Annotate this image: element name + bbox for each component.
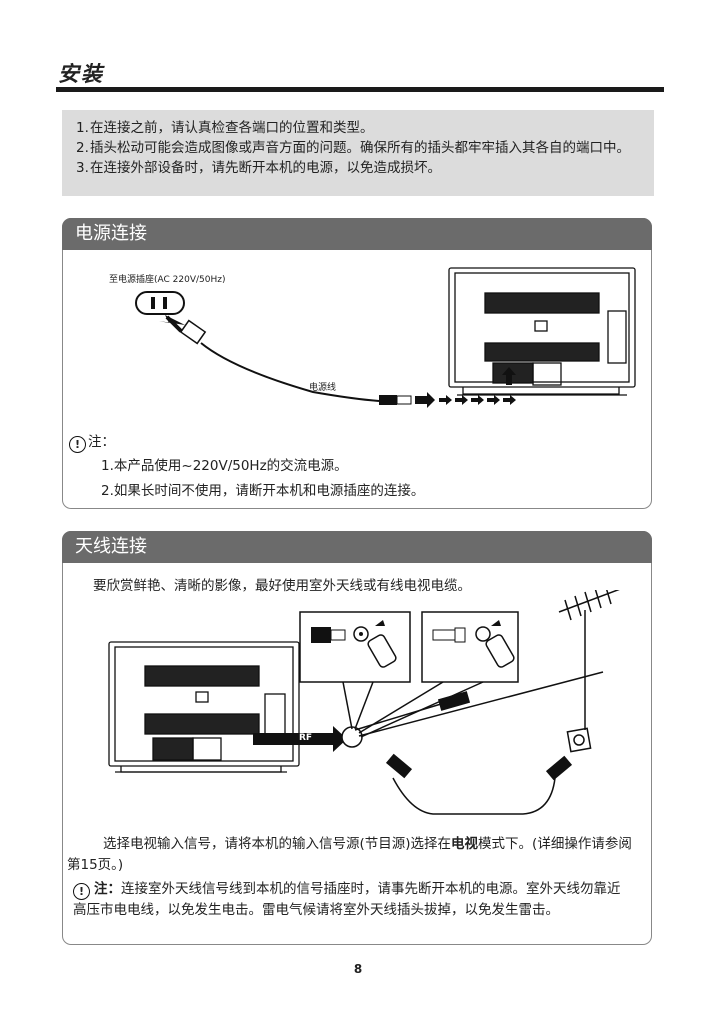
antenna-note: !注：连接室外天线信号线到本机的信号插座时，请事先断开本机的电源。室外天线勿靠近… (73, 881, 621, 918)
antenna-intro: 要欣赏鲜艳、清晰的影像，最好使用室外天线或有线电视电缆。 (93, 578, 471, 594)
cord-label: 电源线 (309, 383, 337, 393)
antenna-section-header: 天线连接 (62, 531, 652, 563)
notes-box: 1.在连接之前，请认真检查各端口的位置和类型。 2.插头松动可能会造成图像或声音… (62, 110, 654, 196)
power-section-header: 电源连接 (62, 218, 652, 250)
up-arrow-icon (502, 367, 516, 385)
power-note-heading: !注： (69, 432, 115, 453)
tv-rear-icon (448, 267, 636, 396)
antenna-diagram (108, 590, 620, 815)
antenna-section: 天线连接 要欣赏鲜艳、清晰的影像，最好使用室外天线或有线电视电缆。 (62, 531, 652, 945)
power-note-1: 1.本产品使用~220V/50Hz的交流电源。 (101, 458, 348, 474)
power-diagram (135, 267, 636, 408)
antenna-select-text: 选择电视输入信号，请将本机的输入信号源(节目源)选择在电视模式下。(详细操作请参… (67, 836, 632, 873)
outlet-label: 至电源插座(AC 220V/50Hz) (109, 275, 226, 285)
coax-plug-icon (311, 620, 397, 668)
list-item: 3.在连接外部设备时，请先断开本机的电源，以免造成损坏。 (76, 160, 441, 176)
tv-rear-icon (108, 641, 300, 773)
rf-label: RF (299, 733, 313, 743)
wall-outlet-icon (135, 291, 185, 315)
plug-icon (179, 319, 380, 402)
page-number: 8 (353, 962, 363, 976)
list-item: 2.插头松动可能会造成图像或声音方面的问题。确保所有的插头都牢牢插入其各自的端口… (76, 140, 630, 156)
warning-icon: ! (73, 883, 90, 900)
coax-cable-icon (354, 671, 604, 815)
cord-plug-icon (379, 395, 412, 405)
title-rule (56, 87, 664, 92)
power-section: 电源连接 至电源插座(AC 220V/50Hz) (62, 218, 652, 509)
rf-arrow-icon (253, 726, 347, 752)
direction-arrows-icon (415, 392, 516, 408)
cable-connector-icon (385, 691, 573, 781)
page-title: 安装 (58, 61, 104, 86)
outdoor-antenna-icon (558, 590, 620, 730)
list-item: 1.在连接之前，请认真检查各端口的位置和类型。 (76, 120, 374, 136)
rf-port-icon (341, 726, 363, 748)
plug-arrow-icon (159, 315, 185, 333)
callout-coax-connector (299, 611, 411, 730)
power-note-2: 2.如果长时间不使用，请断开本机和电源插座的连接。 (101, 483, 425, 499)
iec-plug-icon (432, 620, 515, 668)
warning-icon: ! (69, 436, 86, 453)
wall-socket-icon (566, 727, 592, 753)
